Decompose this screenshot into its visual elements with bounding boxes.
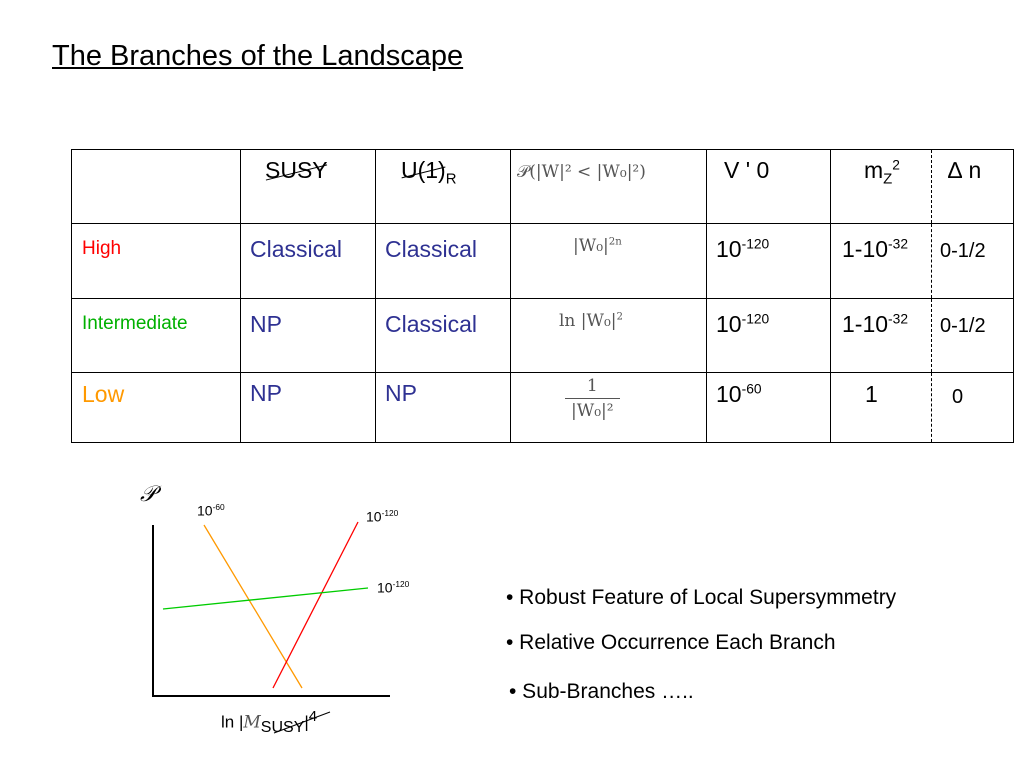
- header-delta-n: ∆ n: [931, 149, 1014, 224]
- mz2-header-label: mZ2: [864, 157, 900, 188]
- header-u1r: U(1)R: [375, 149, 511, 224]
- mz2-value: 1: [865, 381, 878, 407]
- high-branch-line: [272, 521, 359, 689]
- v-value: 10-120: [716, 311, 770, 337]
- v-header-label: V ' 0: [724, 157, 770, 183]
- intermediate-branch-line: [162, 587, 369, 610]
- table-header-row: SUSY U(1)R 𝒫(|W|² < |W₀|²) V ' 0 mZ2 ∆ n: [71, 149, 1014, 224]
- mz2-value: 1-10-32: [842, 236, 908, 262]
- table-row-intermediate: Intermediate NP Classical ln |W₀|2 10-12…: [71, 298, 1014, 373]
- slide-title: The Branches of the Landscape: [52, 40, 464, 72]
- delta-n-value: 0-1/2: [940, 240, 986, 262]
- high-line-label: 10-120: [366, 508, 399, 525]
- susy-value: NP: [250, 380, 282, 406]
- table-row-low: Low NP NP 1|W₀|² 10-60 1 0: [71, 372, 1014, 443]
- u1r-value: Classical: [385, 311, 478, 337]
- susy-value: NP: [250, 311, 282, 337]
- v-value: 10-60: [716, 381, 762, 407]
- intermediate-line-label: 10-120: [377, 579, 410, 596]
- mz2-value: 1-10-32: [842, 311, 908, 337]
- table-row-high: High Classical Classical |W₀|2n 10-120 1…: [71, 223, 1014, 299]
- delta-n-header-label: ∆ n: [948, 157, 982, 183]
- susy-value: Classical: [250, 236, 343, 262]
- bullet-item: • Relative Occurrence Each Branch: [506, 631, 836, 654]
- branches-table: SUSY U(1)R 𝒫(|W|² < |W₀|²) V ' 0 mZ2 ∆ n…: [71, 149, 1014, 443]
- susy-strike-line: [273, 711, 331, 734]
- bullet-item: • Sub-Branches …..: [509, 680, 694, 703]
- probability-formula: 𝒫(|W|² < |W₀|²): [517, 162, 646, 182]
- v-value: 10-120: [716, 236, 770, 262]
- low-line-label: 10-60: [197, 502, 225, 519]
- low-branch-line: [203, 524, 303, 689]
- bullet-item: • Robust Feature of Local Supersymmetry: [506, 586, 897, 609]
- formula-intermediate: ln |W₀|2: [559, 311, 624, 331]
- delta-n-value: 0: [952, 386, 964, 408]
- u1r-header-label: U(1)R: [401, 157, 457, 188]
- row-label-low: Low: [82, 381, 125, 407]
- row-label-high: High: [82, 238, 122, 259]
- header-empty-cell: [71, 149, 241, 224]
- u1r-value: NP: [385, 380, 417, 406]
- susy-header-label: SUSY: [265, 157, 328, 183]
- header-susy: SUSY: [240, 149, 376, 224]
- u1r-value: Classical: [385, 236, 478, 262]
- x-axis-label: ln |MSUSY|4: [221, 708, 318, 737]
- delta-n-value: 0-1/2: [940, 315, 986, 337]
- y-axis-label: 𝒫: [140, 482, 156, 507]
- header-mz2: mZ2: [830, 149, 932, 224]
- formula-low: 1|W₀|²: [565, 376, 620, 421]
- row-label-intermediate: Intermediate: [82, 313, 188, 334]
- formula-high: |W₀|2n: [573, 236, 622, 256]
